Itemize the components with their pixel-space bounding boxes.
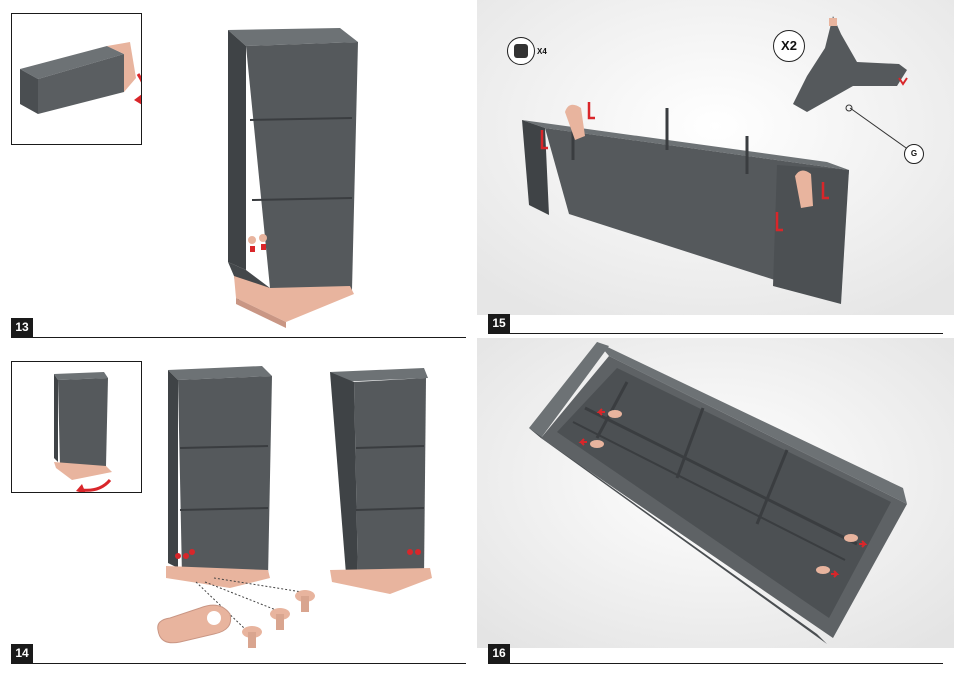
step-16-panel: 16 (477, 338, 954, 675)
step-15-number: 15 (488, 314, 510, 333)
step-16-bench-illustration (477, 338, 954, 675)
step-16-number: 16 (488, 644, 510, 663)
step-13-tower-illustration (0, 0, 470, 338)
part-g-label: G (904, 144, 924, 164)
step-13-panel: 13 (0, 0, 470, 338)
part-quantity-label: X4 (537, 47, 547, 56)
step-15-bench-illustration (477, 0, 954, 338)
step-15-panel: X4 X2 G 15 (477, 0, 954, 338)
step-13-number: 13 (11, 318, 33, 337)
step-14-divider (11, 663, 466, 664)
step-14-panel: 14 (0, 338, 470, 675)
step-14-assembly-illustration (0, 338, 470, 675)
plug-part-icon (514, 44, 528, 58)
step-16-divider (488, 663, 943, 664)
set-quantity-label: X2 (773, 30, 805, 62)
part-quantity-icon (507, 37, 535, 65)
step-15-divider (488, 333, 943, 334)
step-14-number: 14 (11, 644, 33, 663)
